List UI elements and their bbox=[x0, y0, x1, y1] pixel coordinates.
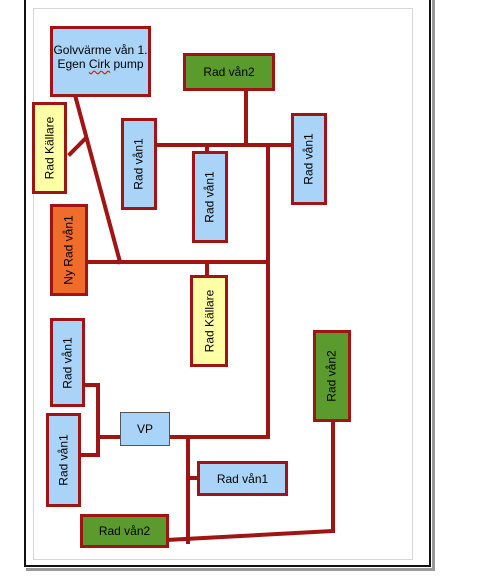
node-rad-van1-b: Rad vån1 bbox=[192, 151, 228, 243]
node-rad-van1-a: Rad vån1 bbox=[121, 118, 157, 210]
node-rad-van1-c: Rad vån1 bbox=[291, 113, 327, 205]
page-border bbox=[33, 8, 413, 560]
node-rad-van1-e: Rad vån1 bbox=[46, 413, 81, 507]
node-rad-van1-d: Rad vån1 bbox=[50, 318, 85, 407]
node-rad-van1-c-label: Rad vån1 bbox=[302, 133, 316, 185]
pipe-bottom-horizontal bbox=[163, 528, 336, 543]
node-rad-van1-a-label: Rad vån1 bbox=[132, 138, 146, 190]
node-rad-van2-right: Rad vån2 bbox=[313, 330, 351, 422]
node-vp: VP bbox=[120, 412, 170, 446]
node-rad-van2-right-label: Rad vån2 bbox=[325, 350, 339, 402]
node-rad-kallare-left-label: Rad Källare bbox=[42, 116, 57, 180]
node-rad-van1-e-label: Rad vån1 bbox=[56, 434, 71, 486]
node-rad-van2-bottom-label: Rad vån2 bbox=[98, 524, 151, 538]
node-ny-rad-van1: Ny Rad vån1 bbox=[50, 204, 88, 296]
pipe-to-rad-kallare-left bbox=[67, 135, 89, 157]
frame-shadow-right bbox=[432, 0, 435, 571]
node-rad-kallare-left: Rad Källare bbox=[32, 102, 67, 194]
node-rad-van1-f-label: Rad vån1 bbox=[216, 471, 269, 486]
node-rad-van1-d-label: Rad vån1 bbox=[60, 336, 75, 389]
node-vp-label: VP bbox=[136, 422, 153, 436]
node-golvvarme-line1: Golvvärme vån 1. bbox=[53, 43, 148, 57]
node-rad-kallare-mid: Rad Källare bbox=[190, 275, 228, 367]
node-rad-van2-top: Rad vån2 bbox=[183, 53, 275, 91]
node-rad-van1-f: Rad vån1 bbox=[197, 461, 288, 496]
node-golvvarme: Golvvärme vån 1. Egen Cirk pump bbox=[50, 26, 151, 97]
frame-shadow-bottom bbox=[26, 568, 435, 571]
pipe-diagonal bbox=[72, 92, 123, 265]
node-golvvarme-line2: Egen Cirk pump bbox=[57, 57, 144, 71]
node-ny-rad-van1-label: Ny Rad vån1 bbox=[62, 215, 76, 285]
node-rad-van1-b-label: Rad vån1 bbox=[203, 171, 217, 223]
node-rad-van2-top-label: Rad vån2 bbox=[203, 65, 255, 79]
node-rad-van2-bottom: Rad vån2 bbox=[80, 514, 169, 548]
node-rad-kallare-mid-label: Rad Källare bbox=[202, 289, 217, 353]
